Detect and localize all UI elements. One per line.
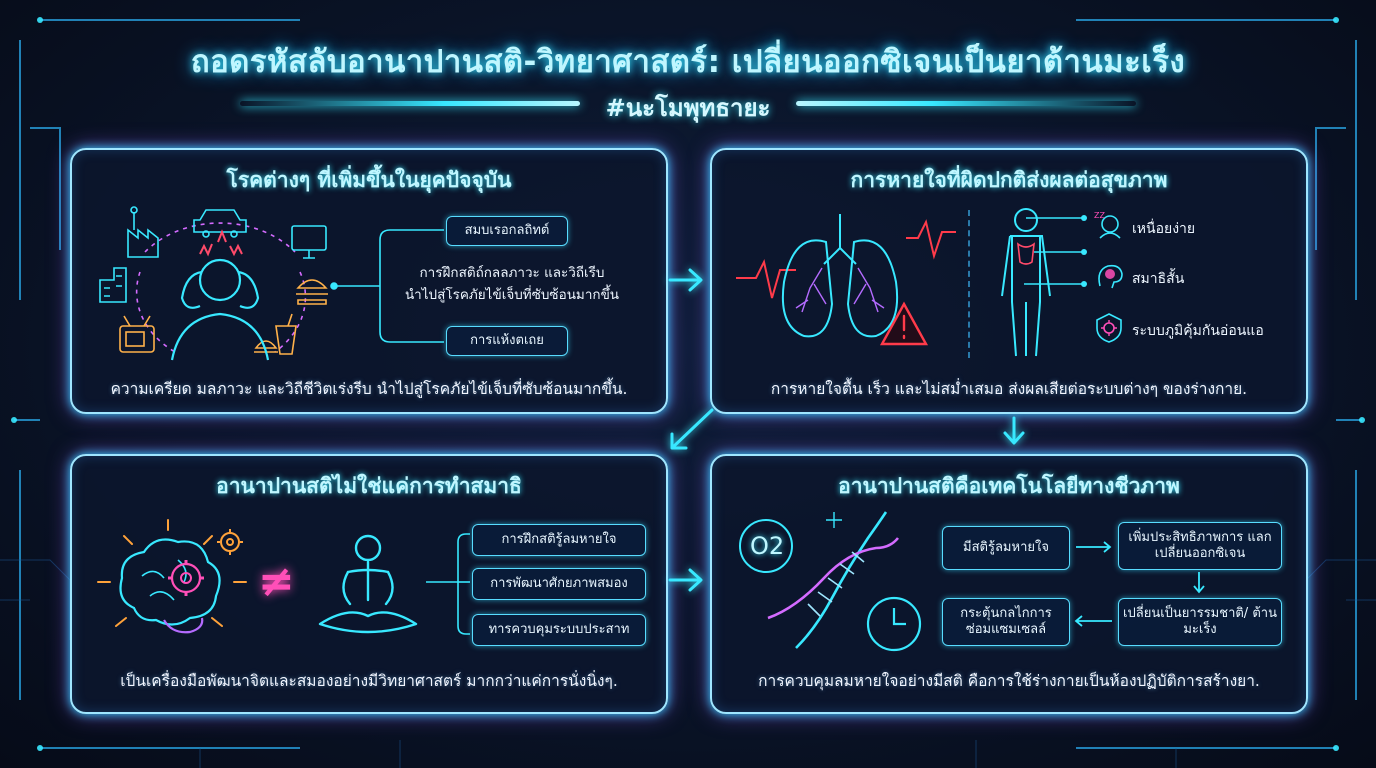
- middle-text-line-1: การฝึกสติถ์กลลภาวะ และวิถีเรีบ: [419, 265, 605, 281]
- flow-box-oxygen-exchange: เพิ่มประสิทธิภาพการ แลกเปลี่ยนออกซิเจน: [1118, 522, 1282, 570]
- oxygen-icon: [739, 519, 793, 573]
- panel-caption: ความเครียด มลภาวะ และวิถีชีวิตเร่งรีบ นำ…: [110, 380, 628, 398]
- box-poor-sleep: การแห้งตเถย: [446, 326, 568, 356]
- title-glow-bar-left: [240, 101, 580, 106]
- effect-short-attention: สมาธิสั้น: [1132, 271, 1185, 287]
- item-breath-awareness: การฝึกสติรู้ลมหายใจ: [472, 524, 646, 556]
- virus-shield-icon: [1096, 313, 1122, 343]
- flow-box-cell-repair: กระตุ้นกลไกการ ซ่อมแซมเซลล์: [942, 598, 1070, 646]
- title-glow-bar-right: [796, 101, 1136, 106]
- bracket-connector: [330, 229, 444, 343]
- divider: [968, 210, 970, 358]
- panel-caption: การหายใจตื้น เร็ว และไม่สม่ำเสมอ ส่งผลเส…: [770, 380, 1248, 398]
- item-nervous-control: ทารควบคุมระบบประสาท: [472, 614, 646, 646]
- panel-abnormal-breathing: การหายใจที่ผิดปกติส่งผลต่อสุขภาพ ZZ: [710, 148, 1308, 414]
- effect-tired: เหนื่อยง่าย: [1132, 221, 1196, 237]
- items-connector: [426, 533, 470, 635]
- tired-icon: ZZ: [1094, 211, 1121, 239]
- panel-title: อานาปานสติคือเทคโนโลยีทางชีวภาพ: [838, 474, 1180, 498]
- body-icon: [1001, 208, 1051, 357]
- meditation-icon: [318, 534, 418, 634]
- page-title: ถอดรหัสลับอานาปานสติ-วิทยาศาสตร์: เปลี่ย…: [190, 44, 1186, 80]
- lungs-icon: [781, 214, 899, 338]
- panel-title: โรคต่างๆ ที่เพิ่มขึ้นในยุคปัจจุบัน: [226, 168, 512, 192]
- panel-modern-diseases: โรคต่างๆ ที่เพิ่มขึ้นในยุคปัจจุบัน: [70, 148, 668, 414]
- lungs-illustration: [736, 214, 956, 346]
- panel-title: การหายใจที่ผิดปกติส่งผลต่อสุขภาพ: [850, 168, 1168, 192]
- panel-not-just-meditation: อานาปานสติไม่ใช่แค่การทำสมาธิ ≠ ก: [70, 454, 668, 714]
- flow-box-breath-awareness: มีสติรู้ลมหายใจ: [942, 526, 1070, 570]
- item-brain-development: การพัฒนาศักยภาพสมอง: [472, 568, 646, 600]
- arrow-p2-to-p4: [1003, 416, 1025, 445]
- panel-caption: เป็นเครื่องมือพัฒนาจิตและสมองอย่างมีวิทย…: [120, 672, 618, 690]
- not-equal-symbol: ≠: [258, 556, 295, 607]
- arrow-p2-to-p3: [670, 408, 714, 450]
- warning-icon: [879, 301, 929, 346]
- svg-text:ZZ: ZZ: [1094, 211, 1105, 220]
- arrow-p3-to-p4: [668, 568, 703, 592]
- arrow-p1-to-p2: [668, 268, 703, 292]
- car-icon: [193, 209, 247, 238]
- body-illustration: [1001, 208, 1087, 357]
- heartbeat-line-right: [906, 219, 956, 260]
- stressed-person-icon: [170, 258, 270, 361]
- computer-icon: [291, 225, 327, 259]
- bio-illustration: [739, 511, 922, 652]
- middle-text-line-2: นำไปสู่โรคภัยไข้เจ็บที่ซับซ้อนมากขึ้น: [404, 287, 620, 303]
- dna-icon: [767, 511, 900, 649]
- building-icon: [99, 267, 127, 303]
- o2-label: O2: [750, 532, 785, 560]
- tv-icon: [119, 315, 155, 353]
- factory-icon: [127, 206, 159, 258]
- effect-weak-immunity: ระบบภูมิคุ้มกันอ่อนแอ: [1132, 323, 1264, 339]
- flow-arrows: [1074, 541, 1205, 627]
- flow-box-natural-medicine: เปลี่ยนเป็นยารรมชาติ/ ต้านมะเร็ง: [1118, 598, 1282, 646]
- panel-biotechnology: อานาปานสติคือเทคโนโลยีทางชีวภาพ O2 มีสติ…: [710, 454, 1308, 714]
- panel-title: อานาปานสติไม่ใช่แค่การทำสมาธิ: [216, 474, 522, 498]
- lifestyle-illustration: [99, 206, 328, 361]
- panel-caption: การควบคุมลมหายใจอย่างมีสติ คือการใช้ร่าง…: [758, 672, 1260, 690]
- box-pollution: สมบเรอกลถิทต์: [446, 216, 568, 246]
- brain-gear-icon: [97, 519, 247, 634]
- brain-icon: [1098, 264, 1123, 289]
- hashtag: #นะโมพุทธายะ: [605, 94, 771, 122]
- heartbeat-line-left: [736, 259, 796, 299]
- clock-icon: [866, 596, 922, 652]
- burger-icon: [296, 279, 328, 305]
